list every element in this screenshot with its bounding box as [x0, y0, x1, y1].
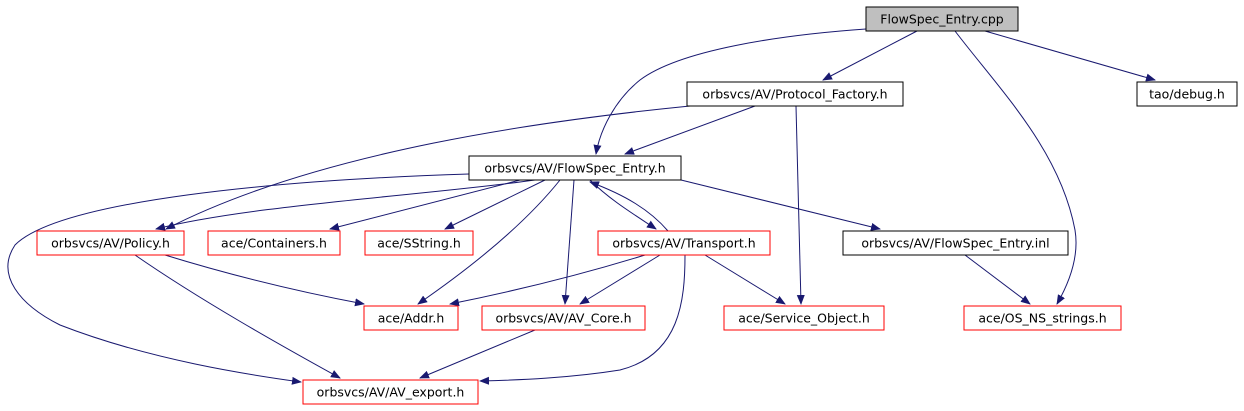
edge-transport_h-to-addr_h	[449, 254, 646, 307]
node-label: orbsvcs/AV/FlowSpec_Entry.inl	[861, 236, 1049, 251]
node-box	[481, 305, 646, 331]
edge-flowspec_entry_cpp-to-tao_debug_h	[984, 30, 1156, 82]
node-flowspec_entry_h[interactable]: orbsvcs/AV/FlowSpec_Entry.h	[468, 155, 682, 181]
node-label: orbsvcs/AV/AV_Core.h	[495, 311, 631, 326]
node-flowspec_entry_inl[interactable]: orbsvcs/AV/FlowSpec_Entry.inl	[842, 230, 1069, 256]
edge-flowspec_entry_h-to-sstring_h	[444, 179, 546, 230]
node-label: orbsvcs/AV/Transport.h	[612, 236, 755, 251]
edge-transport_h-to-flowspec_entry_h	[589, 181, 669, 232]
node-label: orbsvcs/AV/Policy.h	[51, 236, 170, 251]
edge-flowspec_entry_h-to-av_core_h	[561, 179, 575, 305]
edge-policy_h-to-av_export_h	[134, 254, 341, 379]
edge-flowspec_entry_h-to-containers_h	[329, 179, 521, 231]
node-box	[302, 379, 479, 405]
edge-flowspec_entry_h-to-flowspec_entry_inl	[680, 179, 881, 231]
node-label: orbsvcs/AV/Protocol_Factory.h	[702, 87, 887, 102]
node-flowspec_entry_cpp: FlowSpec_Entry.cpp	[865, 6, 1019, 32]
node-addr_h[interactable]: ace/Addr.h	[363, 305, 459, 331]
node-label: ace/OS_NS_strings.h	[978, 311, 1106, 326]
node-protocol_factory_h[interactable]: orbsvcs/AV/Protocol_Factory.h	[686, 81, 904, 107]
edge-av_core_h-to-av_export_h	[419, 329, 536, 379]
node-label: ace/Service_Object.h	[738, 311, 870, 326]
node-box	[207, 230, 341, 256]
edge-flowspec_entry_cpp-to-os_ns_strings_h	[954, 30, 1077, 305]
edge-flowspec_entry_cpp-to-flowspec_entry_h	[593, 28, 867, 155]
node-av_export_h[interactable]: orbsvcs/AV/AV_export.h	[302, 379, 479, 405]
edge-flowspec_entry_h-to-addr_h	[417, 179, 561, 305]
node-label: tao/debug.h	[1149, 87, 1225, 102]
node-containers_h[interactable]: ace/Containers.h	[207, 230, 341, 256]
node-box	[363, 305, 459, 331]
node-os_ns_strings_h[interactable]: ace/OS_NS_strings.h	[963, 305, 1122, 331]
edge-flowspec_entry_h-to-policy_h	[155, 179, 536, 231]
node-box	[364, 230, 474, 256]
node-box	[468, 155, 682, 181]
node-box	[1136, 81, 1238, 107]
node-av_core_h[interactable]: orbsvcs/AV/AV_Core.h	[481, 305, 646, 331]
edge-protocol_factory_h-to-policy_h	[165, 105, 691, 230]
edge-transport_h-to-service_object_h	[704, 254, 786, 305]
node-box	[723, 305, 885, 331]
node-label: orbsvcs/AV/FlowSpec_Entry.h	[484, 161, 665, 176]
node-label: ace/Containers.h	[221, 236, 327, 251]
edge-flowspec_entry_cpp-to-protocol_factory_h	[822, 30, 918, 81]
node-box	[597, 230, 771, 256]
node-sstring_h[interactable]: ace/SString.h	[364, 230, 474, 256]
node-policy_h[interactable]: orbsvcs/AV/Policy.h	[36, 230, 185, 256]
edge-protocol_factory_h-to-flowspec_entry_h	[624, 105, 756, 155]
edge-transport_h-to-av_core_h	[579, 254, 661, 305]
nodes-layer: FlowSpec_Entry.cpp orbsvcs/AV/Protocol_Fa…	[36, 6, 1238, 405]
edges-layer	[7, 28, 1156, 385]
node-label: ace/SString.h	[377, 236, 461, 251]
node-box	[865, 6, 1019, 32]
node-label: orbsvcs/AV/AV_export.h	[317, 385, 465, 400]
node-transport_h[interactable]: orbsvcs/AV/Transport.h	[597, 230, 771, 256]
node-service_object_h[interactable]: ace/Service_Object.h	[723, 305, 885, 331]
node-box	[36, 230, 185, 256]
node-box	[963, 305, 1122, 331]
node-label: ace/Addr.h	[378, 311, 445, 326]
edge-policy_h-to-addr_h	[164, 254, 365, 307]
edge-flowspec_entry_h-to-av_export_h	[7, 173, 470, 385]
node-box	[686, 81, 904, 107]
node-label: FlowSpec_Entry.cpp	[880, 12, 1003, 27]
edge-flowspec_entry_h-to-transport_h	[589, 179, 657, 230]
edge-protocol_factory_h-to-service_object_h	[795, 105, 805, 305]
node-box	[842, 230, 1069, 256]
node-tao_debug_h[interactable]: tao/debug.h	[1136, 81, 1238, 107]
edge-transport_h-to-av_export_h	[479, 254, 686, 385]
edge-flowspec_entry_inl-to-os_ns_strings_h	[964, 254, 1031, 305]
